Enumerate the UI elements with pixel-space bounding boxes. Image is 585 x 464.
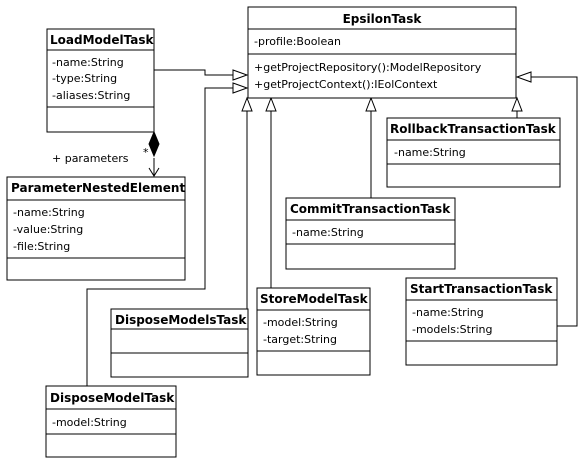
class-parameter-nested-element: ParameterNestedElement -name:String -val… [6, 176, 186, 281]
arrowhead-commit [365, 96, 377, 112]
class-attribute: -name:String [13, 206, 85, 219]
class-dispose-models-task: DisposeModelsTask [110, 308, 249, 378]
class-attribute: -aliases:String [52, 89, 130, 102]
class-rollback-transaction-task: RollbackTransactionTask -name:String [386, 117, 561, 188]
generalization-arrowheads [232, 69, 532, 112]
composition-diamond [148, 130, 160, 158]
generalization-edges [86, 69, 578, 386]
class-attribute: -name:String [412, 306, 484, 319]
class-load-model-task: LoadModelTask -name:String -type:String … [46, 28, 155, 133]
class-operation: +getProjectContext():IEolContext [254, 78, 438, 91]
arrowhead-disposemodels [241, 96, 253, 112]
class-dispose-model-task: DisposeModelTask -model:String [45, 385, 177, 458]
class-attribute: -model:String [263, 316, 338, 329]
class-attribute: -model:String [52, 416, 127, 429]
class-attribute: -name:String [292, 226, 364, 239]
class-box [6, 176, 186, 281]
class-attribute: -value:String [13, 223, 83, 236]
class-box [45, 385, 177, 458]
class-name: DisposeModelTask [50, 391, 175, 405]
class-box [110, 308, 249, 378]
class-box [256, 287, 371, 376]
class-attribute: -target:String [263, 333, 337, 346]
class-name: StartTransactionTask [410, 282, 553, 296]
association-multiplicity-label: * [143, 146, 149, 159]
class-attribute: -profile:Boolean [254, 35, 341, 48]
arrowhead-storemodel [265, 96, 277, 112]
arrowhead-starttx [515, 71, 532, 83]
class-name: DisposeModelsTask [115, 313, 247, 327]
edge-disposemodel-generalization [86, 87, 233, 386]
class-epsilon-task: EpsilonTask -profile:Boolean +getProject… [247, 6, 517, 99]
class-store-model-task: StoreModelTask -model:String -target:Str… [256, 287, 371, 376]
class-attribute: -models:String [412, 323, 493, 336]
class-attribute: -name:String [394, 146, 466, 159]
class-box [285, 197, 456, 270]
edge-loadmodel-generalization [154, 69, 233, 76]
class-attribute: -file:String [13, 240, 70, 253]
class-attribute: -type:String [52, 72, 117, 85]
class-box [46, 28, 155, 133]
class-name: StoreModelTask [260, 292, 369, 306]
arrowhead-disposemodel [232, 82, 249, 94]
navigation-arrowhead [148, 167, 160, 177]
class-box [247, 6, 517, 99]
class-attribute: -name:String [52, 56, 124, 69]
arrowhead-rollback [511, 96, 523, 112]
class-name: EpsilonTask [343, 12, 423, 26]
class-box [405, 277, 558, 366]
class-name: RollbackTransactionTask [390, 122, 557, 136]
edge-starttx-generalization [531, 76, 578, 327]
class-commit-transaction-task: CommitTransactionTask -name:String [285, 197, 456, 270]
class-name: ParameterNestedElement [11, 181, 185, 195]
class-name: LoadModelTask [50, 33, 154, 47]
composition-association: + parameters * [52, 130, 160, 177]
association-role-label: + parameters [52, 152, 129, 165]
class-start-transaction-task: StartTransactionTask -name:String -model… [405, 277, 558, 366]
class-name: CommitTransactionTask [290, 202, 451, 216]
arrowhead-loadmodel [232, 69, 249, 81]
class-box [386, 117, 561, 188]
class-operation: +getProjectRepository():ModelRepository [254, 61, 482, 74]
